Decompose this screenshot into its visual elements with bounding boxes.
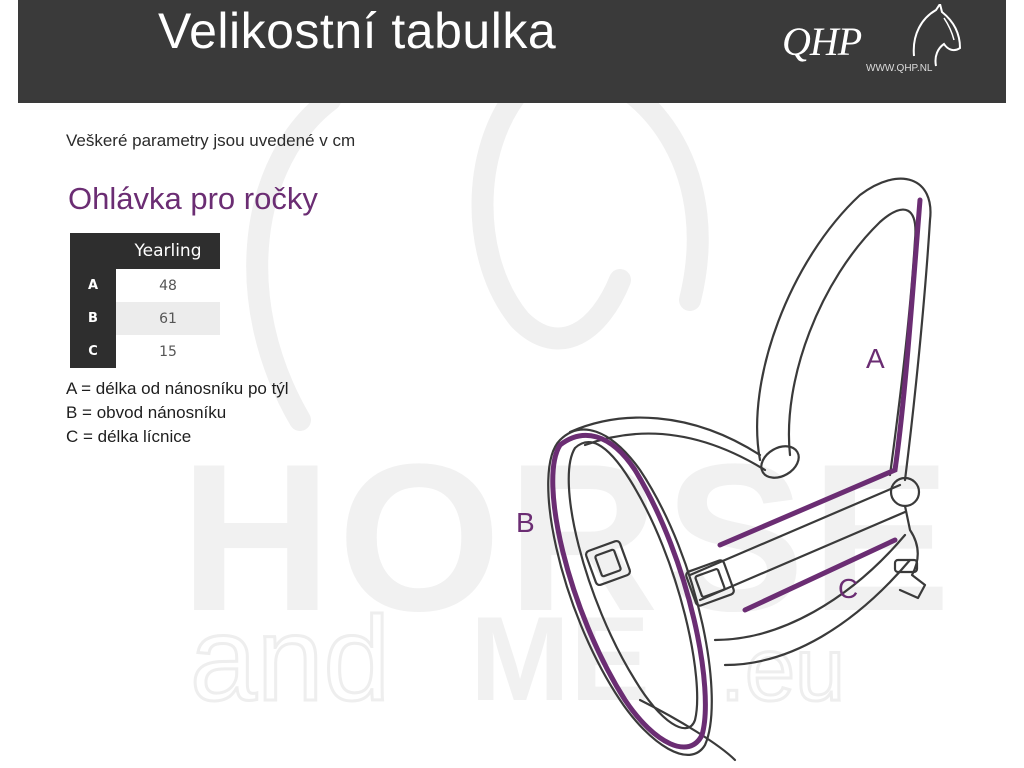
row-value: 61 <box>116 302 220 335</box>
table-row: C 15 <box>70 335 220 368</box>
units-note: Veškeré parametry jsou uvedené v cm <box>66 131 356 150</box>
page-title: Velikostní tabulka <box>158 3 557 59</box>
product-subtitle: Ohlávka pro ročky <box>68 181 318 216</box>
watermark-horse: HORSE <box>180 420 957 655</box>
horse-head-logo-icon <box>912 4 962 67</box>
legend-item: B = obvod nánosníku <box>66 403 227 422</box>
row-value: 15 <box>159 343 177 360</box>
legend: A = délka od nánosníku po týl B = obvod … <box>66 377 289 449</box>
legend-item: C = délka lícnice <box>66 427 192 446</box>
label-b: B <box>516 507 535 538</box>
label-c: C <box>838 573 858 604</box>
brand-logo: QHP WWW.QHP.NL <box>764 4 964 84</box>
row-label: C <box>70 335 116 368</box>
legend-item: A = délka od nánosníku po týl <box>66 379 289 398</box>
column-header: Yearling <box>116 233 220 269</box>
row-label: B <box>70 302 116 335</box>
header-bar <box>18 0 1006 103</box>
row-value: 48 <box>159 277 177 294</box>
watermark-and: and <box>190 592 390 726</box>
table-row: A 48 <box>70 269 220 302</box>
row-label: A <box>70 269 116 302</box>
table-corner <box>70 233 116 269</box>
label-a: A <box>866 343 885 374</box>
logo-text: QHP <box>782 19 862 64</box>
table-row: B 61 <box>70 302 220 335</box>
watermark-me: ME <box>470 592 650 726</box>
size-table: Yearling A 48 B 61 C 15 <box>70 233 220 368</box>
logo-url: WWW.QHP.NL <box>866 63 933 74</box>
